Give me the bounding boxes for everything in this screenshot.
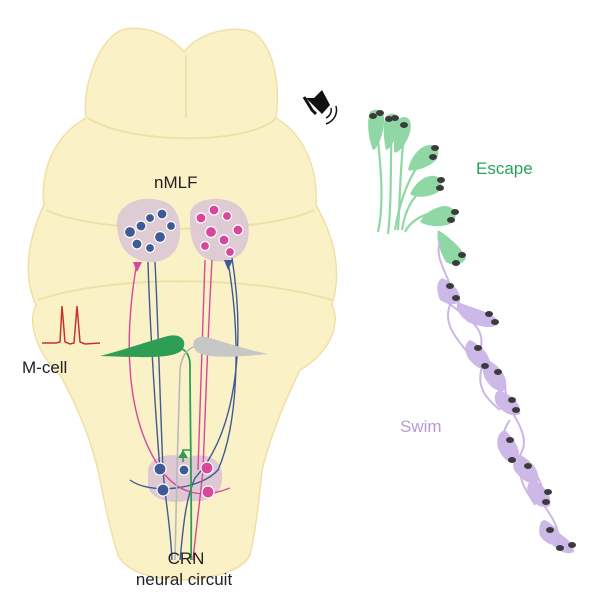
brain-fold-low <box>37 280 333 301</box>
neuron <box>218 234 230 246</box>
escape-label: Escape <box>476 159 533 178</box>
mauthner-cells <box>100 335 268 358</box>
crn-blue-neuron <box>153 462 167 476</box>
neuron <box>208 204 220 216</box>
axon-terminals <box>133 260 233 458</box>
swim-bodies <box>437 278 574 554</box>
crn-blue-neuron <box>178 464 190 476</box>
crn-pink-neuron <box>200 461 214 475</box>
mcell-label: M-cell <box>22 358 67 377</box>
swim-label: Swim <box>400 417 442 436</box>
neuron <box>221 210 233 222</box>
pink-axon-left <box>128 261 231 495</box>
mcell-active <box>100 335 185 358</box>
escape-eyes <box>369 110 466 266</box>
escape-sequence <box>368 109 466 266</box>
crn-neurons <box>153 461 215 499</box>
neuron <box>135 220 147 232</box>
blue-terminal <box>224 260 233 270</box>
swim-sequence <box>437 239 576 554</box>
larval-brain <box>27 27 338 581</box>
neuron <box>204 225 218 239</box>
pink-axon-right-2 <box>197 259 206 471</box>
swim-eyes <box>446 283 576 551</box>
brain-outline <box>27 27 338 581</box>
spike-trace <box>42 305 101 345</box>
neuron <box>156 208 168 220</box>
neuron <box>165 220 177 232</box>
axon-tracts <box>128 257 239 561</box>
brain-fold-upper <box>87 117 277 140</box>
neuron <box>153 230 167 244</box>
nmlf-label: nMLF <box>154 173 197 192</box>
pink-axon-right <box>192 259 213 561</box>
mcell-inactive <box>193 336 268 357</box>
neuron <box>131 238 143 250</box>
neuron <box>232 224 244 236</box>
speaker-sound-icon <box>302 90 338 125</box>
nmlf-left-neurons <box>123 208 177 254</box>
crn-blue-neuron <box>156 483 170 497</box>
crn-pink-neuron <box>201 485 215 499</box>
neuron <box>224 246 236 258</box>
blue-axon-crossing <box>179 257 239 561</box>
blue-axon-left-2 <box>147 261 161 471</box>
neuron <box>195 212 207 224</box>
neuron <box>123 225 137 239</box>
neuron <box>199 240 211 252</box>
crn-label: CRN <box>168 549 205 568</box>
escape-bodies <box>368 109 466 265</box>
green-terminal <box>178 450 188 458</box>
nmlf-right-neurons <box>195 204 244 258</box>
pink-terminal <box>133 262 142 272</box>
mcell-inactive-axon <box>174 344 206 561</box>
neural-circuit-label: neural circuit <box>136 570 233 589</box>
neuron <box>144 212 156 224</box>
neuron <box>144 242 156 254</box>
blue-axon-left <box>154 261 173 561</box>
